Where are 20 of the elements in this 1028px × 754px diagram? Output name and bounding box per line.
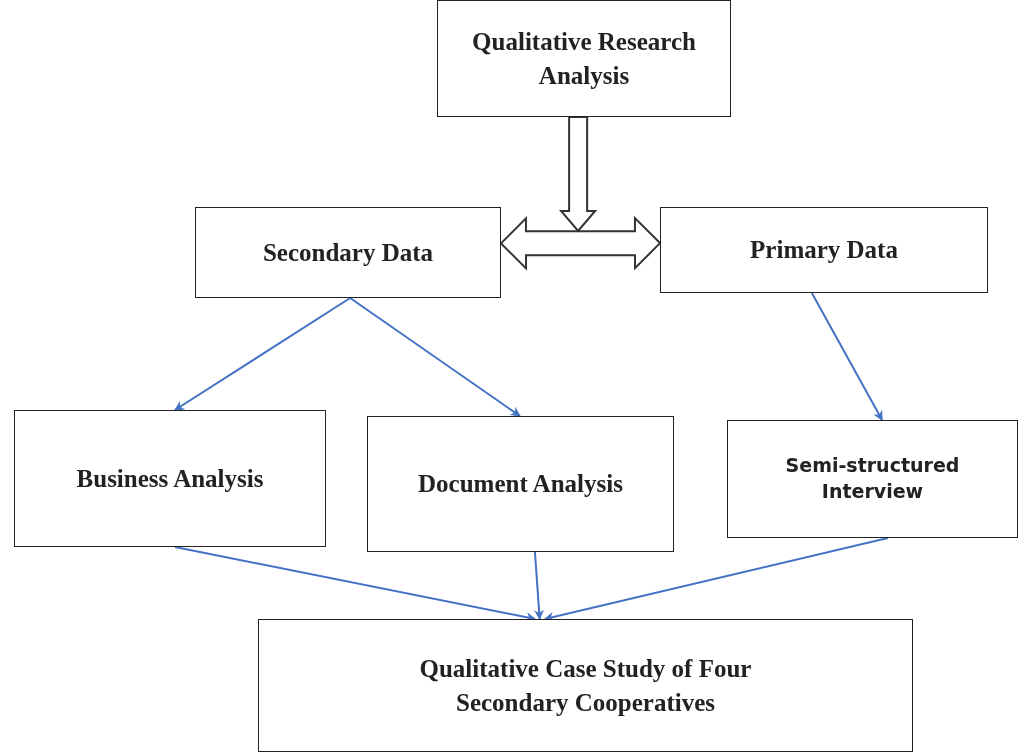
arrow bbox=[174, 297, 352, 411]
block-arrow bbox=[558, 116, 598, 233]
box-label: Primary Data bbox=[750, 235, 898, 266]
box-label: Business Analysis bbox=[76, 463, 264, 494]
process-box bbox=[14, 410, 326, 547]
process-box bbox=[437, 0, 731, 117]
process-box bbox=[660, 207, 988, 293]
box-label: Qualitative Case Study of Four Secondary Cooperatives bbox=[418, 653, 753, 718]
arrow bbox=[533, 551, 544, 620]
process-box bbox=[195, 207, 501, 298]
box-label: Semi-structured Interview bbox=[784, 453, 961, 504]
process-box bbox=[258, 619, 913, 752]
process-box bbox=[727, 420, 1018, 538]
arrow bbox=[349, 297, 521, 417]
arrow bbox=[810, 292, 884, 421]
box-label: Document Analysis bbox=[418, 469, 623, 500]
box-label: Secondary Data bbox=[262, 237, 434, 268]
box-label: Qualitative Research Analysis bbox=[471, 26, 697, 91]
process-box bbox=[367, 416, 674, 552]
block-arrow bbox=[499, 215, 662, 271]
